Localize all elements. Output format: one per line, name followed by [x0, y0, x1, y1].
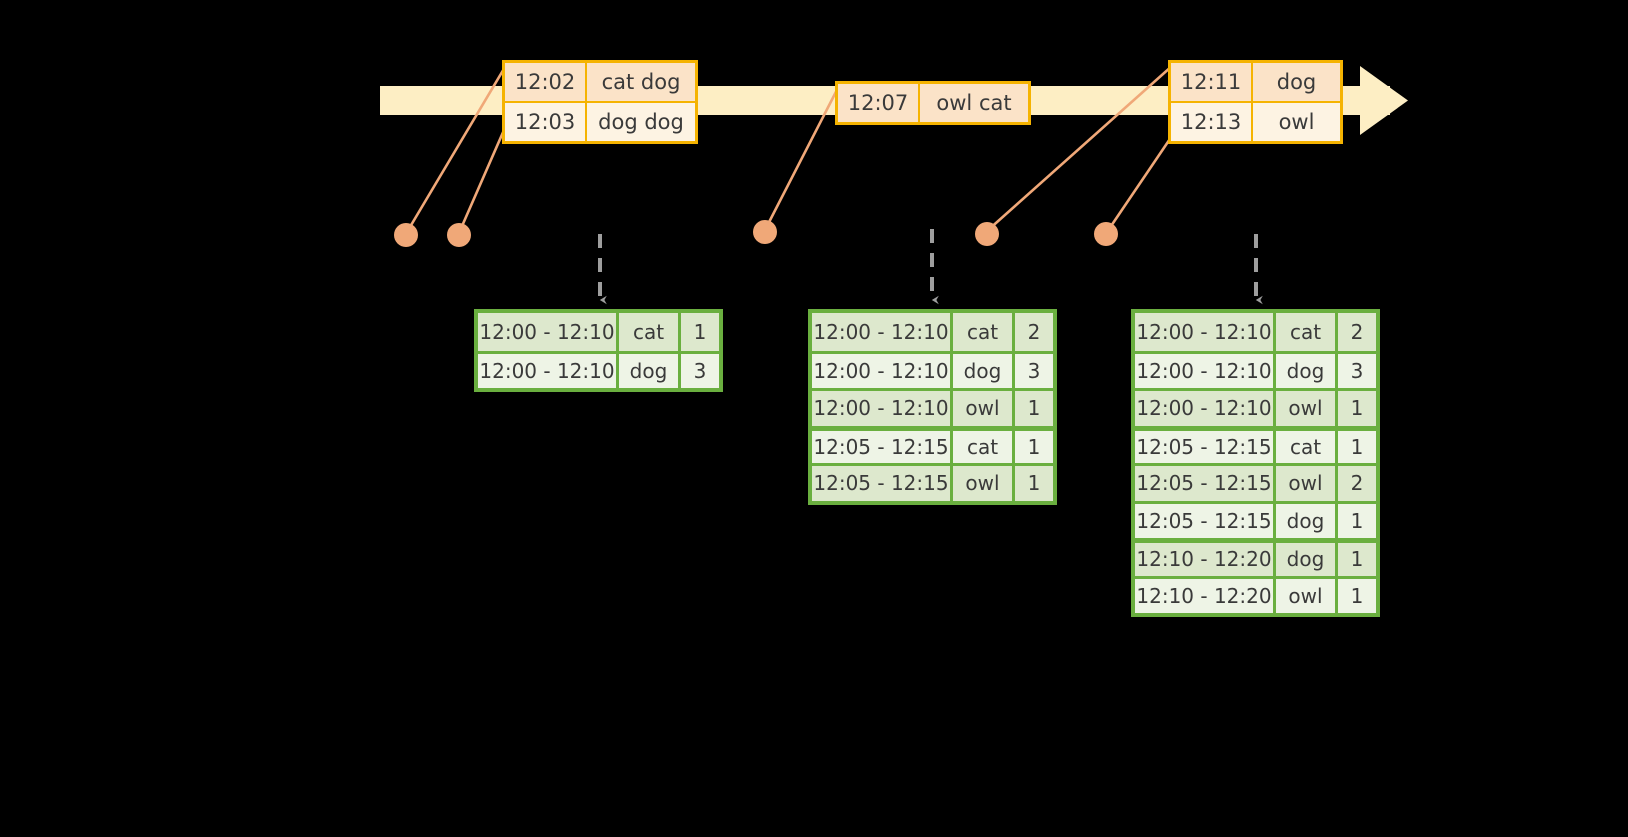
cell-count: 1	[1338, 503, 1376, 538]
event-time: 12:07	[838, 84, 920, 122]
cell-count: 2	[1338, 313, 1376, 351]
cell-window: 12:05 - 12:15	[1135, 466, 1276, 501]
event-dots	[394, 220, 1118, 247]
event-words: cat dog	[587, 63, 695, 101]
cell-count: 1	[1338, 391, 1376, 426]
cell-count: 1	[1015, 466, 1053, 501]
cell-word: dog	[1276, 503, 1338, 538]
event-time: 12:11	[1171, 63, 1253, 101]
cell-count: 1	[1338, 430, 1376, 463]
event-time: 12:03	[505, 103, 587, 141]
cell-word: dog	[953, 353, 1015, 388]
cell-window: 12:00 - 12:10	[1135, 313, 1276, 351]
cell-word: owl	[953, 466, 1015, 501]
cell-word: cat	[1276, 313, 1338, 351]
event-dot	[394, 223, 418, 247]
event-row[interactable]: 12:11 dog	[1171, 63, 1340, 101]
emit-arrows	[598, 229, 1263, 305]
cell-word: owl	[953, 391, 1015, 426]
cell-word: cat	[1276, 430, 1338, 463]
cell-count: 3	[1015, 353, 1053, 388]
cell-window: 12:10 - 12:20	[1135, 543, 1276, 576]
event-words: owl	[1253, 103, 1340, 141]
event-dot	[1094, 222, 1118, 246]
cell-count: 2	[1015, 313, 1053, 351]
event-dot	[975, 222, 999, 246]
cell-count: 1	[681, 313, 719, 351]
cell-count: 1	[1015, 391, 1053, 426]
cell-count: 3	[681, 353, 719, 388]
cell-word: cat	[953, 313, 1015, 351]
cell-word: cat	[619, 313, 681, 351]
cell-window: 12:00 - 12:10	[812, 391, 953, 426]
cell-window: 12:00 - 12:10	[812, 313, 953, 351]
cell-word: owl	[1276, 466, 1338, 501]
cell-window: 12:10 - 12:20	[1135, 578, 1276, 613]
event-time: 12:02	[505, 63, 587, 101]
event-time: 12:13	[1171, 103, 1253, 141]
event-dot	[753, 220, 777, 244]
cell-window: 12:00 - 12:10	[812, 353, 953, 388]
cell-word: cat	[953, 430, 1015, 463]
cell-word: owl	[1276, 578, 1338, 613]
event-group-1[interactable]: 12:02 cat dog 12:03 dog dog	[502, 60, 698, 144]
cell-window: 12:05 - 12:15	[812, 466, 953, 501]
cell-window: 12:00 - 12:10	[478, 353, 619, 388]
cell-window: 12:05 - 12:15	[812, 430, 953, 463]
cell-word: owl	[1276, 391, 1338, 426]
cell-word: dog	[619, 353, 681, 388]
event-words: dog	[1253, 63, 1340, 101]
event-row[interactable]: 12:13 owl	[1171, 101, 1340, 141]
event-dot	[447, 223, 471, 247]
cell-window: 12:00 - 12:10	[478, 313, 619, 351]
cell-window: 12:00 - 12:10	[1135, 391, 1276, 426]
event-words: dog dog	[587, 103, 695, 141]
cell-window: 12:05 - 12:15	[1135, 430, 1276, 463]
event-words: owl cat	[920, 84, 1028, 122]
cell-word: dog	[1276, 543, 1338, 576]
event-group-3[interactable]: 12:11 dog 12:13 owl	[1168, 60, 1343, 144]
event-row[interactable]: 12:02 cat dog	[505, 63, 695, 101]
cell-count: 1	[1338, 578, 1376, 613]
cell-window: 12:00 - 12:10	[1135, 353, 1276, 388]
event-row[interactable]: 12:03 dog dog	[505, 101, 695, 141]
cell-window: 12:05 - 12:15	[1135, 503, 1276, 538]
cell-count: 1	[1015, 430, 1053, 463]
cell-count: 3	[1338, 353, 1376, 388]
cell-count: 2	[1338, 466, 1376, 501]
cell-word: dog	[1276, 353, 1338, 388]
cell-count: 1	[1338, 543, 1376, 576]
event-group-2[interactable]: 12:07 owl cat	[835, 81, 1031, 125]
event-row[interactable]: 12:07 owl cat	[838, 84, 1028, 122]
